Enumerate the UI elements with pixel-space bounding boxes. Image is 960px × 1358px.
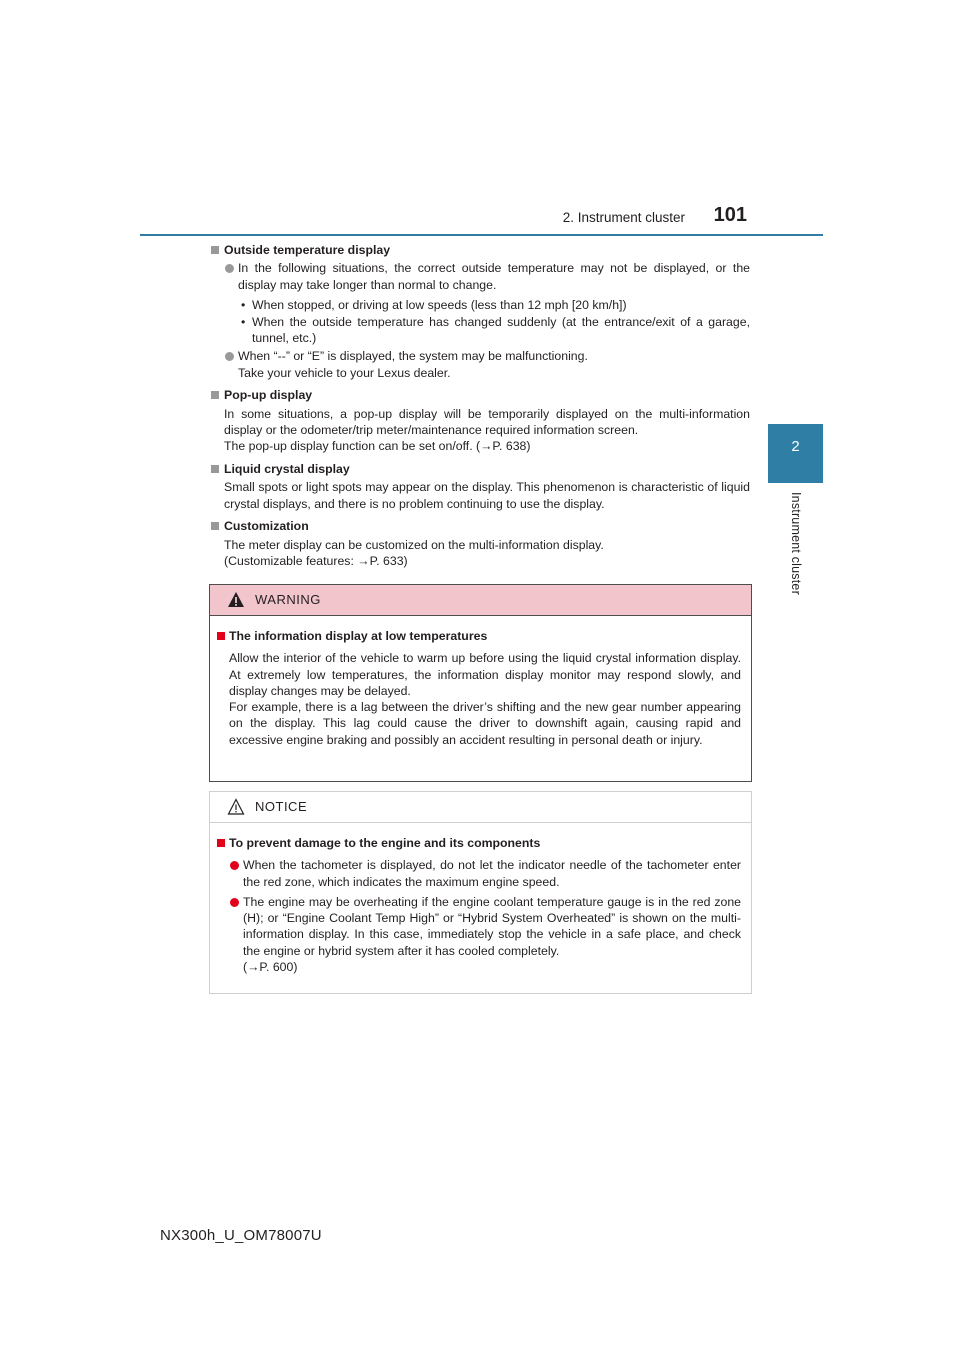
main-content: Outside temperature display In the follo… bbox=[210, 242, 750, 575]
section-liquid-crystal: Liquid crystal display Small spots or li… bbox=[210, 461, 750, 512]
bullet-icon bbox=[225, 352, 234, 362]
bullet-icon bbox=[225, 264, 234, 274]
paragraph: The meter display can be customized on t… bbox=[224, 537, 604, 552]
notice-heading: To prevent damage to the engine and its … bbox=[217, 835, 741, 851]
notice-title-bar: NOTICE bbox=[210, 792, 751, 823]
paragraph: Allow the interior of the vehicle to war… bbox=[229, 651, 741, 698]
list-item: In the following situations, the correct… bbox=[210, 260, 750, 293]
section-heading: Outside temperature display bbox=[210, 242, 750, 258]
section-customization: Customization The meter display can be c… bbox=[210, 518, 750, 569]
list-item: When “--” or “E” is displayed, the syste… bbox=[210, 348, 750, 381]
section-popup-display: Pop-up display In some situations, a pop… bbox=[210, 387, 750, 455]
paragraph: (Customizable features: →P. 633) bbox=[224, 553, 408, 568]
document-id: NX300h_U_OM78007U bbox=[160, 1227, 322, 1244]
notice-title: NOTICE bbox=[255, 799, 308, 814]
bullet-icon bbox=[230, 897, 239, 907]
section-outside-temperature: Outside temperature display In the follo… bbox=[210, 242, 750, 381]
bullet-text: When “--” or “E” is displayed, the syste… bbox=[238, 349, 588, 364]
section-title: 2. Instrument cluster bbox=[562, 210, 685, 225]
sub-item-text: When stopped, or driving at low speeds (… bbox=[252, 298, 627, 313]
page-number: 101 bbox=[713, 204, 747, 226]
bullet-text: In the following situations, the correct… bbox=[238, 261, 750, 292]
dot-marker-icon: • bbox=[241, 314, 246, 329]
chapter-number: 2 bbox=[791, 438, 800, 455]
warning-title-bar: WARNING bbox=[210, 585, 751, 616]
section-heading: Customization bbox=[210, 518, 750, 534]
warning-body: The information display at low temperatu… bbox=[210, 616, 751, 748]
section-heading: Pop-up display bbox=[210, 387, 750, 403]
bullet-text: The engine may be overheating if the eng… bbox=[243, 894, 741, 958]
warning-triangle-icon bbox=[228, 592, 244, 607]
page-header: 2. Instrument cluster 101 bbox=[140, 200, 823, 236]
sub-item-text: When the outside temperature has changed… bbox=[252, 314, 750, 346]
chapter-tab: 2 bbox=[768, 424, 823, 483]
warning-heading: The information display at low temperatu… bbox=[217, 628, 741, 644]
paragraph: For example, there is a lag between the … bbox=[229, 700, 741, 747]
bullet-text-continued: Take your vehicle to your Lexus dealer. bbox=[238, 365, 451, 380]
paragraph: Small spots or light spots may appear on… bbox=[224, 480, 750, 511]
bullet-text: When the tachometer is displayed, do not… bbox=[243, 858, 741, 889]
paragraph: In some situations, a pop-up display wil… bbox=[224, 406, 750, 438]
notice-body: To prevent damage to the engine and its … bbox=[210, 823, 751, 975]
warning-box: WARNING The information display at low t… bbox=[209, 584, 752, 782]
sub-item: • When the outside temperature has chang… bbox=[210, 314, 750, 347]
list-item: The engine may be overheating if the eng… bbox=[217, 894, 741, 975]
bullet-icon bbox=[230, 861, 239, 871]
dot-marker-icon: • bbox=[241, 298, 246, 313]
page-reference: (→P. 600) bbox=[243, 960, 298, 975]
chapter-label: Instrument cluster bbox=[789, 492, 803, 595]
list-item: When the tachometer is displayed, do not… bbox=[217, 857, 741, 890]
notice-box: NOTICE To prevent damage to the engine a… bbox=[209, 791, 752, 994]
warning-title: WARNING bbox=[255, 592, 321, 607]
paragraph: The pop-up display function can be set o… bbox=[224, 439, 531, 454]
header-rule bbox=[140, 234, 823, 236]
sub-item: • When stopped, or driving at low speeds… bbox=[210, 297, 750, 313]
caution-triangle-icon bbox=[227, 798, 245, 815]
section-heading: Liquid crystal display bbox=[210, 461, 750, 477]
